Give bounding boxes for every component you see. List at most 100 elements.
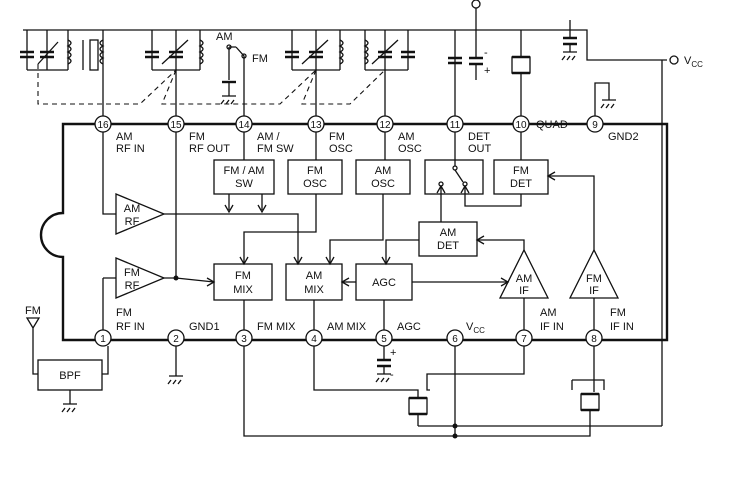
- cap-minus-top: -: [484, 47, 488, 59]
- svg-text:OSC: OSC: [303, 178, 327, 190]
- pin-11: 11 DET OUT: [446, 115, 492, 155]
- pin-12: 12 AM OSC: [376, 115, 422, 155]
- svg-text:AM: AM: [516, 273, 533, 285]
- svg-text:IF IN: IF IN: [610, 321, 634, 333]
- block-agc: AGC: [355, 263, 413, 301]
- svg-text:5: 5: [381, 334, 387, 345]
- svg-text:9: 9: [592, 120, 598, 131]
- cap-minus-bottom: -: [390, 369, 394, 381]
- svg-text:FM SW: FM SW: [257, 143, 294, 155]
- svg-text:MIX: MIX: [233, 284, 253, 296]
- svg-text:RF IN: RF IN: [116, 143, 145, 155]
- svg-text:IF: IF: [519, 285, 529, 297]
- svg-text:FM: FM: [307, 165, 323, 177]
- top-terminal: [471, 0, 481, 9]
- block-am-mix: AM MIX: [285, 263, 343, 301]
- svg-text:14: 14: [238, 120, 250, 131]
- pin-1: 1 FM RF IN: [94, 307, 145, 347]
- svg-text:RF OUT: RF OUT: [189, 143, 230, 155]
- svg-text:OSC: OSC: [329, 143, 353, 155]
- svg-text:AM MIX: AM MIX: [327, 321, 367, 333]
- cap-plus-bottom: +: [390, 347, 396, 359]
- svg-text:AM: AM: [306, 270, 323, 282]
- am-if-filter: [408, 396, 428, 416]
- svg-text:AM: AM: [124, 203, 141, 215]
- svg-text:BPF: BPF: [59, 370, 81, 382]
- vcc-terminal: [669, 55, 679, 65]
- svg-text:FM: FM: [116, 307, 132, 319]
- ic-package-outline: [39, 122, 669, 342]
- svg-text:FM: FM: [610, 307, 626, 319]
- svg-text:12: 12: [379, 120, 391, 131]
- block-det-switch: [424, 159, 484, 195]
- svg-text:AGC: AGC: [372, 277, 396, 289]
- svg-text:DET: DET: [468, 131, 490, 143]
- pin-10: 10 QUAD: [512, 115, 568, 133]
- svg-text:DET: DET: [510, 178, 532, 190]
- block-fm-osc: FM OSC: [287, 159, 343, 195]
- pin-13: 13 FM OSC: [307, 115, 353, 155]
- amp-fm-if: FM IF: [568, 248, 620, 299]
- pin-5: 5 AGC: [375, 321, 421, 347]
- svg-text:AM: AM: [540, 307, 557, 319]
- cap-plus-top: +: [484, 65, 490, 77]
- svg-text:AM: AM: [398, 131, 415, 143]
- svg-text:FM: FM: [189, 131, 205, 143]
- svg-text:FM: FM: [513, 165, 529, 177]
- block-bpf: BPF: [37, 359, 103, 391]
- svg-text:7: 7: [521, 334, 527, 345]
- svg-text:IF IN: IF IN: [540, 321, 564, 333]
- svg-text:FM: FM: [329, 131, 345, 143]
- svg-text:1: 1: [100, 334, 106, 345]
- amp-am-rf: AM RF: [115, 193, 166, 235]
- block-am-osc: AM OSC: [355, 159, 411, 195]
- svg-text:AM /: AM /: [257, 131, 281, 143]
- antenna-label: FM: [25, 305, 41, 317]
- pin-14: 14 AM / FM SW: [235, 115, 294, 155]
- block-fm-am-sw: FM / AM SW: [213, 159, 275, 195]
- top-external-network: AM FM - + VCC: [20, 0, 703, 426]
- pin-15: 15 FM RF OUT: [167, 115, 230, 155]
- pin-9: 9 GND2: [586, 115, 639, 143]
- svg-text:OSC: OSC: [398, 143, 422, 155]
- svg-text:GND2: GND2: [608, 131, 639, 143]
- svg-text:6: 6: [452, 334, 458, 345]
- pin-7: 7 AM IF IN: [515, 307, 564, 347]
- vcc-label: VCC: [684, 55, 703, 69]
- svg-text:OSC: OSC: [371, 178, 395, 190]
- block-fm-mix: FM MIX: [213, 263, 273, 301]
- svg-text:DET: DET: [437, 240, 459, 252]
- pin-3: 3 FM MIX: [235, 321, 296, 347]
- svg-text:AM: AM: [375, 165, 392, 177]
- svg-text:FM: FM: [235, 270, 251, 282]
- pin-16: 16 AM RF IN: [94, 115, 145, 155]
- bottom-external-network: FM BPF + -: [25, 305, 662, 439]
- svg-text:VCC: VCC: [466, 321, 485, 335]
- svg-text:RF: RF: [125, 280, 140, 292]
- svg-text:GND1: GND1: [189, 321, 220, 333]
- pin-4: 4 AM MIX: [305, 321, 367, 347]
- pin-8: 8 FM IF IN: [585, 307, 634, 347]
- svg-text:OUT: OUT: [468, 143, 492, 155]
- block-fm-det: FM DET: [493, 159, 549, 195]
- svg-text:FM: FM: [586, 273, 602, 285]
- svg-text:10: 10: [515, 120, 527, 131]
- svg-text:RF IN: RF IN: [116, 321, 145, 333]
- svg-text:8: 8: [591, 334, 597, 345]
- switch-fm-label: FM: [252, 53, 268, 65]
- svg-text:AM: AM: [116, 131, 133, 143]
- svg-text:FM: FM: [124, 267, 140, 279]
- svg-text:MIX: MIX: [304, 284, 324, 296]
- svg-text:16: 16: [97, 120, 109, 131]
- svg-text:RF: RF: [125, 216, 140, 228]
- svg-text:AM: AM: [440, 227, 457, 239]
- svg-text:3: 3: [241, 334, 247, 345]
- bottom-pins: 1 FM RF IN 2 GND1 3 FM MIX 4 AM MIX 5 AG…: [94, 307, 634, 347]
- svg-text:FM / AM: FM / AM: [224, 165, 265, 177]
- svg-text:IF: IF: [589, 285, 599, 297]
- svg-text:2: 2: [173, 334, 179, 345]
- pin-6: 6 VCC: [446, 321, 485, 347]
- block-am-det: AM DET: [418, 221, 478, 257]
- switch-am-label: AM: [216, 31, 233, 43]
